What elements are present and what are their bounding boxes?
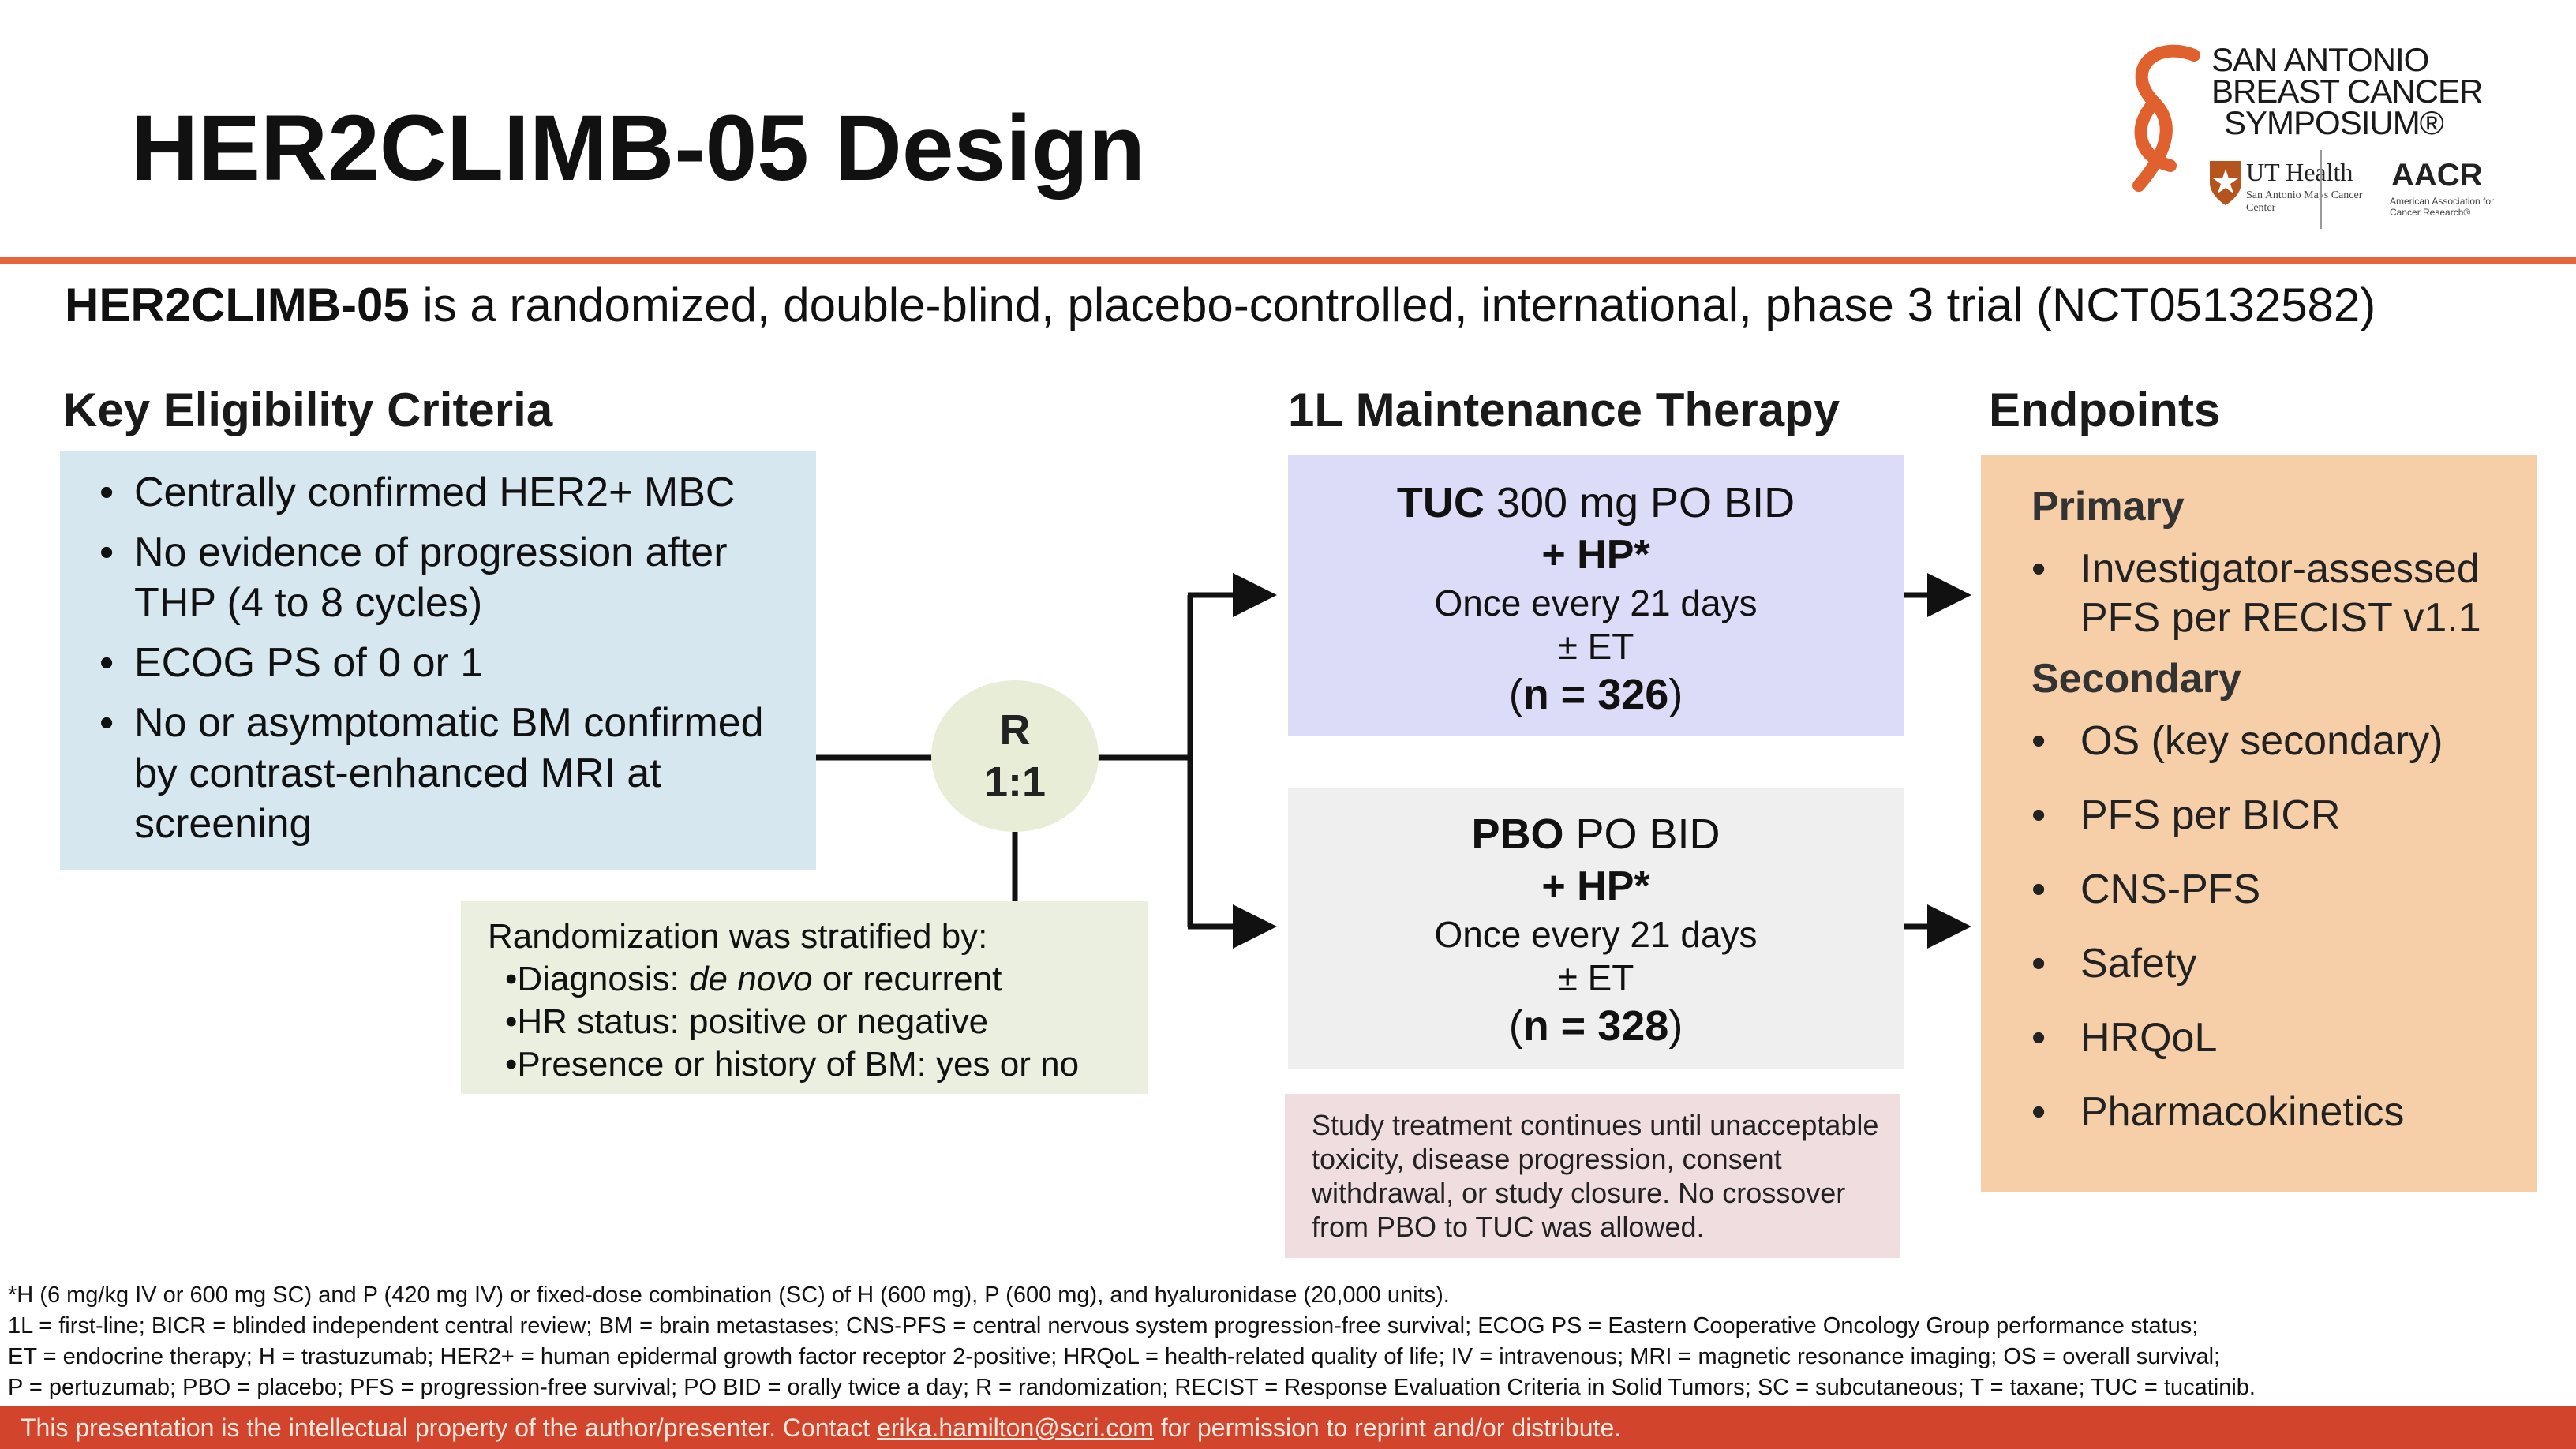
list-item: Investigator-assessed PFS per RECIST v1.… [2031,545,2513,642]
copyright-text-suffix: for permission to reprint and/or distrib… [1153,1413,1622,1442]
tuc-arm-box: TUC 300 mg PO BID + HP* Once every 21 da… [1288,455,1904,736]
sabcs-wordmark: SAN ANTONIO BREAST CANCER SYMPOSIUM® [2211,41,2483,141]
copyright-bar: This presentation is the intellectual pr… [0,1406,2576,1449]
pbo-combo: + HP* [1288,860,1904,912]
stratification-box: Randomization was stratified by: •Diagno… [461,901,1148,1094]
list-item: CNS-PFS [2031,865,2513,914]
logo-line-3: SYMPOSIUM® [2224,104,2444,141]
paren: ( [1508,671,1523,718]
copyright-text: This presentation is the intellectual pr… [21,1413,878,1442]
primary-endpoint-list: Investigator-assessed PFS per RECIST v1.… [2031,545,2513,642]
trial-description-text: is a randomized, double-blind, placebo-c… [409,279,2376,331]
logo-line-2: BREAST CANCER [2211,73,2483,110]
tuc-drug-name: TUC [1396,479,1485,526]
logo-divider [2320,150,2322,229]
paren: ) [1668,671,1683,718]
trial-name: HER2CLIMB-05 [65,279,410,331]
stratification-item-bm: •Presence or history of BM: yes or no [505,1045,1080,1084]
list-item: Pharmacokinetics [2031,1088,2513,1136]
endpoints-box: Primary Investigator-assessed PFS per RE… [1981,455,2537,1192]
ribbon-logo-icon [2132,44,2200,192]
shield-icon [2210,161,2241,205]
eligibility-header: Key Eligibility Criteria [63,384,553,436]
secondary-endpoint-list: OS (key secondary) PFS per BICR CNS-PFS … [2031,717,2513,1136]
trial-description: HER2CLIMB-05 is a randomized, double-bli… [65,278,2376,332]
stratification-item-text: Diagnosis: [517,960,690,998]
stratification-item-italic: de novo [689,960,813,998]
aacr-label: AACR [2391,158,2483,193]
tuc-dose: 300 mg PO BID [1484,479,1795,526]
tuc-et: ± ET [1557,626,1634,667]
header-divider [0,257,2576,264]
list-item: HRQoL [2031,1013,2513,1062]
pbo-drug-name: PBO [1471,811,1564,858]
tuc-combo-text: + HP* [1541,532,1650,578]
randomization-node: R 1:1 [931,680,1099,832]
footnote-line: ET = endocrine therapy; H = trastuzumab;… [8,1344,2221,1369]
secondary-endpoint-label: Secondary [2031,656,2241,702]
pbo-n-value: n = 328 [1522,1002,1669,1050]
footnote-line: P = pertuzumab; PBO = placebo; PFS = pro… [8,1375,2256,1400]
slide-title: HER2CLIMB-05 Design [131,96,1146,200]
sabcs-logo: SAN ANTONIO BREAST CANCER SYMPOSIUM® UT … [2107,39,2518,245]
tuc-schedule: Once every 21 days [1434,582,1758,623]
paren: ) [1668,1002,1683,1050]
pbo-combo-text: + HP* [1541,863,1650,909]
tuc-n-value: n = 326 [1522,671,1669,718]
maintenance-header: 1L Maintenance Therapy [1288,384,1840,436]
pbo-n: (n = 328) [1288,999,1904,1053]
paren: ( [1508,1002,1523,1050]
ut-health-label: UT Health [2246,158,2353,186]
list-item: PFS per BICR [2031,791,2513,840]
aacr-sub: American Association for Cancer Research… [2390,196,2495,218]
stratification-item-text: Presence or history of BM: yes or no [517,1045,1080,1084]
pbo-regimen: PBO PO BID [1288,808,1904,860]
eligibility-list: Centrally confirmed HER2+ MBC No evidenc… [84,467,800,849]
pbo-et: ± ET [1557,957,1634,998]
pbo-arm-box: PBO PO BID + HP* Once every 21 days ± ET… [1288,788,1904,1069]
list-item: Safety [2031,939,2513,988]
pbo-schedule: Once every 21 days [1434,914,1758,955]
footnote-line: 1L = first-line; BICR = blinded independ… [8,1313,2199,1339]
footnotes: *H (6 mg/kg IV or 600 mg SC) and P (420 … [8,1280,2573,1403]
list-item: No evidence of progression after THP (4 … [84,527,800,628]
footnote-line: *H (6 mg/kg IV or 600 mg SC) and P (420 … [8,1282,1450,1308]
tuc-combo: + HP* [1288,529,1904,581]
tuc-regimen: TUC 300 mg PO BID [1288,477,1904,529]
randomization-ratio: 1:1 [983,758,1046,806]
stratification-item-text: HR status: positive or negative [517,1002,989,1041]
list-item: OS (key secondary) [2031,717,2513,766]
list-item: Centrally confirmed HER2+ MBC [84,467,800,518]
stratification-item-hr: •HR status: positive or negative [505,1002,989,1041]
pbo-dose: PO BID [1563,811,1720,858]
list-item: ECOG PS of 0 or 1 [84,638,800,688]
primary-endpoint-label: Primary [2031,484,2185,530]
continuation-note: Study treatment continues until unaccept… [1285,1094,1900,1258]
randomization-label: R [999,706,1031,754]
contact-email-link[interactable]: erika.hamilton@scri.com [877,1413,1154,1442]
stratification-item-text: or recurrent [812,960,1002,998]
endpoints-header: Endpoints [1989,384,2221,436]
list-item: No or asymptomatic BM confirmed by contr… [84,698,800,849]
ut-health-sub: San Antonio Mays Cancer Center [2246,189,2363,214]
eligibility-box: Centrally confirmed HER2+ MBC No evidenc… [60,451,816,870]
stratification-intro: Randomization was stratified by: [488,917,988,956]
logo-line-1: SAN ANTONIO [2211,41,2429,78]
tuc-n: (n = 326) [1288,668,1904,721]
stratification-item-diagnosis: •Diagnosis: de novo or recurrent [505,960,1002,998]
